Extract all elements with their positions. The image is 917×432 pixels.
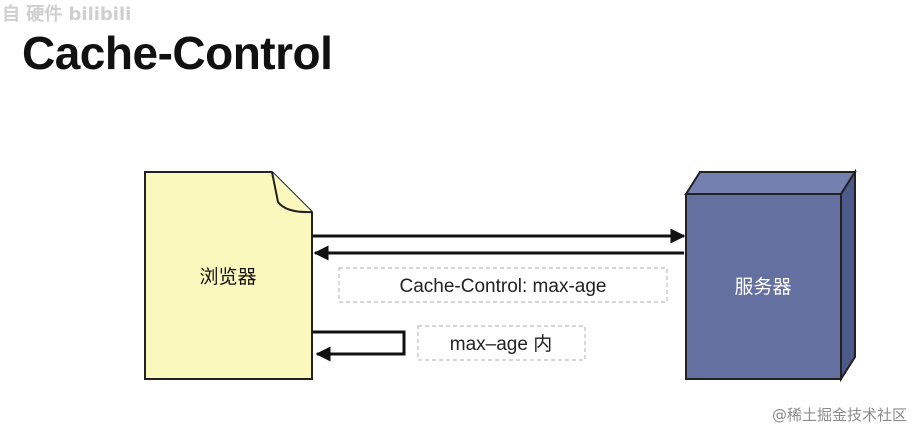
- corner-watermark: 自 硬件 bilibili: [2, 4, 132, 25]
- browser-document-shape: [144, 171, 313, 380]
- footer-watermark: @稀土掘金技术社区: [771, 406, 907, 424]
- within-max-age-label: max–age 内: [450, 333, 552, 355]
- response-header-label: Cache-Control: max-age: [400, 276, 607, 297]
- server-node: 服务器: [684, 168, 857, 383]
- browser-label: 浏览器: [199, 266, 256, 288]
- page-title: Cache-Control: [22, 27, 333, 79]
- server-label: 服务器: [734, 276, 791, 298]
- local-cache-arrow: [313, 330, 406, 362]
- within-max-age-box: [417, 325, 586, 361]
- browser-node: 浏览器: [144, 171, 313, 380]
- browser-page-fold: [271, 171, 313, 214]
- response-header-box: [338, 267, 668, 303]
- server-side-face: [840, 168, 856, 383]
- server-front-face: [685, 193, 842, 380]
- server-top-face: [684, 171, 857, 195]
